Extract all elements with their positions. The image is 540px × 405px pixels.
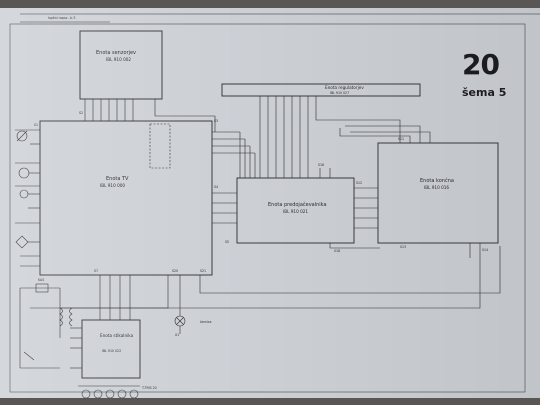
connector-s11: S11: [398, 137, 404, 141]
connector-s16: S16: [318, 163, 324, 167]
tv-right-pins: [212, 131, 255, 224]
block-koncna: [377, 142, 499, 244]
indicator-label: T-TRIS 20: [141, 386, 157, 390]
tv-bottom-pins: [30, 246, 501, 320]
lamp-label: žarnica: [200, 320, 212, 324]
regulator-pins: [259, 96, 401, 178]
indicator-lamps: [78, 385, 140, 398]
sheet-frame: [9, 23, 526, 393]
wiring-diagram: Ispitni rapsz ..b 3 Enota senzorjev IBL …: [9, 13, 540, 398]
tv-left-components: [15, 129, 40, 267]
block-koncna-title: Enota končna: [420, 177, 454, 184]
block-tv: [39, 120, 213, 276]
block-regulator-code: IBL 910 027: [330, 91, 349, 95]
block-senzor-title: Enota senzorjev: [96, 50, 136, 56]
connector-s18: S18: [334, 249, 340, 253]
connector-s13: S13: [400, 245, 406, 249]
sheet-title: šema 5: [462, 86, 507, 99]
senzor-pins: [84, 99, 216, 132]
sheet-number: 20: [462, 48, 500, 81]
block-tv-code: IBL 910 000: [100, 183, 125, 188]
block-tv-title: Enota TV: [106, 176, 129, 182]
block-senzor-code: IBL 910 002: [106, 57, 131, 62]
connector-s5: S5: [225, 240, 229, 244]
stikalna-wires: [70, 327, 82, 369]
lamp-symbol: [174, 308, 186, 334]
block-predojacevalnika-code: IBL 910 021: [283, 209, 308, 214]
block-stikalna-title: Enota stikalnika: [100, 333, 134, 338]
block-stikalna: [81, 319, 141, 379]
fuse-label: KAS: [38, 278, 44, 282]
block-stikalna-code: IBL 910 022: [102, 349, 121, 353]
block-predojacevalnika-title: Enota predojačevalnika: [268, 201, 327, 208]
connector-s2: S2: [79, 111, 83, 115]
predojacevalnika-wires: [239, 132, 380, 249]
koncna-wires: [60, 125, 481, 309]
connector-s4: S4: [214, 185, 218, 189]
block-regulator-title: Enota regulatorjev: [325, 85, 364, 90]
connector-s3: S3: [214, 119, 218, 123]
schematic-sheet: Ispitni rapsz ..b 3 Enota senzorjev IBL …: [0, 8, 540, 398]
connector-s20: S20: [172, 269, 178, 273]
connector-s7: S7: [94, 269, 98, 273]
block-koncna-code: IBL 910 016: [424, 185, 449, 190]
connector-s14: S14: [482, 248, 488, 252]
block-predojacevalnika: [236, 177, 355, 244]
block-senzor: [79, 30, 163, 100]
connector-s1: S1: [34, 123, 38, 127]
top-note: Ispitni rapsz ..b 3: [48, 16, 75, 20]
power-section: [19, 283, 73, 369]
block-regulator: [221, 83, 421, 97]
connector-s12: S12: [356, 181, 362, 185]
connector-s21: S21: [200, 269, 206, 273]
lamp-ref: X1: [175, 333, 179, 337]
tv-dashed-region: [149, 123, 171, 169]
